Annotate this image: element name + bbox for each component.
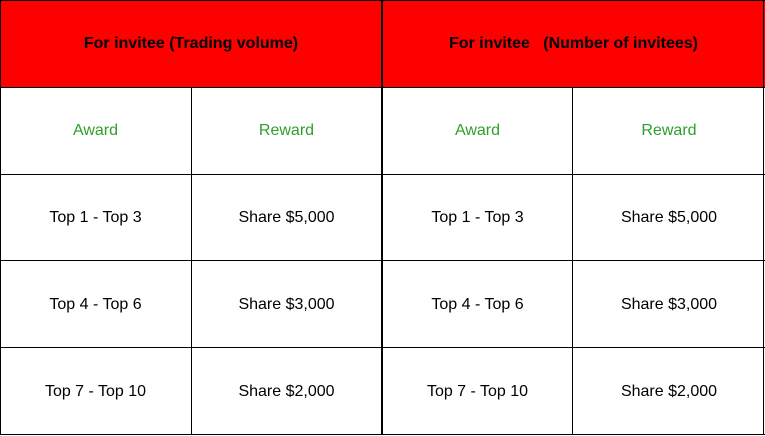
award-cell: Top 1 - Top 3 <box>49 208 142 226</box>
grid-line <box>0 0 1 435</box>
column-header-reward: Reward <box>258 121 315 139</box>
table-title-trading-volume: For invitee (Trading volume) <box>0 0 382 87</box>
award-cell: Top 7 - Top 10 <box>426 382 529 400</box>
grid-line <box>763 0 764 435</box>
reward-cell: Share $3,000 <box>238 295 335 313</box>
award-cell: Top 1 - Top 3 <box>431 208 524 226</box>
reward-cell: Share $2,000 <box>238 382 335 400</box>
award-cell: Top 7 - Top 10 <box>44 382 147 400</box>
grid-line <box>381 0 383 435</box>
reward-cell: Share $5,000 <box>238 208 335 226</box>
column-header-award: Award <box>72 121 119 139</box>
grid-line <box>191 87 192 435</box>
reward-cell: Share $2,000 <box>620 382 718 400</box>
reward-cell: Share $3,000 <box>620 295 718 313</box>
award-cell: Top 4 - Top 6 <box>49 295 142 313</box>
grid-line <box>572 87 573 435</box>
reward-cell: Share $5,000 <box>620 208 718 226</box>
table-title-number-of-invitees: For invitee (Number of invitees) <box>382 0 765 87</box>
column-header-award: Award <box>454 121 501 139</box>
award-cell: Top 4 - Top 6 <box>431 295 524 313</box>
column-header-reward: Reward <box>641 121 697 139</box>
